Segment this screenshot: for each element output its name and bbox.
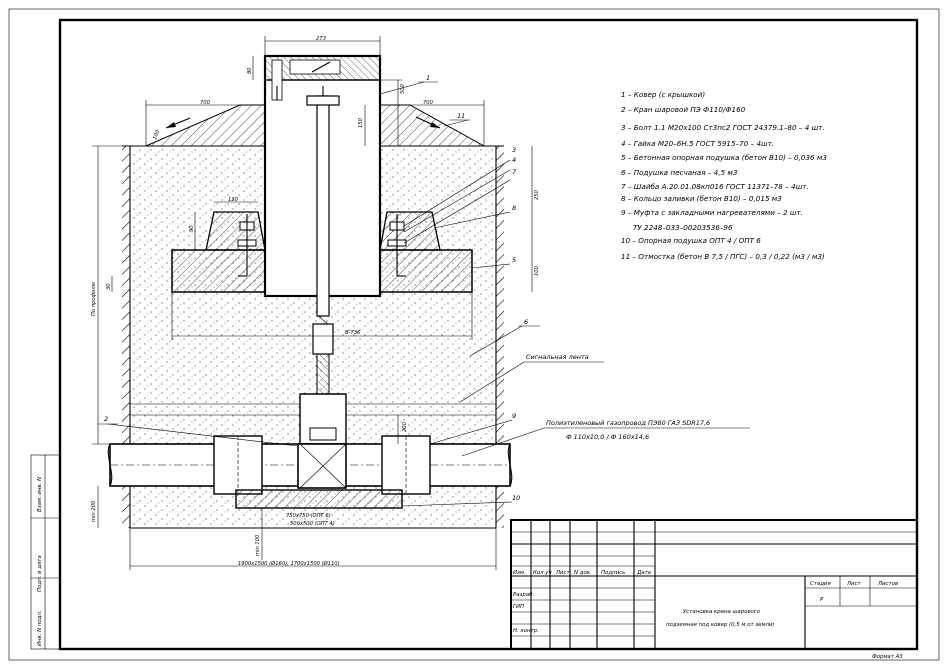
stamp-inv-label: Инв. N подл. [37,610,43,646]
anchor-bolt-left [237,214,257,277]
tb-role-norm-control: Н. контр. [513,628,539,634]
valve-stem [299,86,347,445]
dim-left-apron: 700 [200,100,211,106]
gas-pipe-label: Полиэтиленовый газопровод ПЭ80 ГАЗ SDR17… [546,419,710,427]
callout-2: 2 [104,415,108,423]
stamp-date-label: Подп. и дата [37,555,43,592]
tb-hdr-sheet: Лист [555,570,571,576]
side-stamp: Инв. N подл. Подп. и дата Взам. инв. N [30,454,61,650]
title-block: Изм. Кол.уч Лист N док. Подпись Дата Раз… [510,519,918,650]
apron-left [145,104,266,147]
tb-title-line2: подземная под ковер (0,5 м от земли) [666,622,775,628]
tb-stage-value: Р [820,597,824,603]
pit-wall-left [122,146,130,528]
callout-3: 3 [512,146,516,154]
legend-item-8: 8 – Кольцо заливки (бетон В10) – 0,015 м… [621,194,782,203]
dim-side-100: 100 [534,265,540,276]
legend-item-7: 7 – Шайба А.20.01.08кп016 ГОСТ 11371–78 … [621,182,809,191]
dim-cover-height: 500 [400,83,406,94]
outer-frame [8,8,940,661]
legend-item-10: 10 – Опорная подушка ОПТ 4 / ОПТ 6 [621,236,761,245]
legend: 1 – Ковер (с крышкой) 2 – Кран шаровой П… [621,90,827,261]
support-slab-left [171,249,266,293]
tb-sheets-header: Листов [877,581,898,587]
legend-item-2: 2 – Кран шаровой ПЭ Ф110/Ф160 [621,105,746,114]
callout-7: 7 [512,168,517,176]
dim-side-250: 250 [534,189,540,200]
dim-left-small: 30 [106,283,112,290]
dim-pad-opt4: 500х500 (ОПТ 4) [290,521,335,527]
callout-1: 1 [426,74,430,82]
format-label: Формат А3 [872,654,903,660]
signal-tape-label: Сигнальная лента [526,353,589,361]
legend-item-9: 9 – Муфта с закладными нагревателями – 2… [621,208,803,217]
gas-pipe [107,435,513,495]
dim-bottom-main: 1900х1500 (Ø160), 1700х1500 (Ø110) [238,560,340,567]
dim-bed-200: min 200 [91,500,97,522]
callout-4: 4 [512,156,516,164]
tb-hdr-date: Дата [636,570,651,576]
dim-slab-span: В-736 [345,330,361,336]
tb-hdr-signature: Подпись [601,570,625,576]
dim-ring-width: 130 [228,197,239,203]
legend-item-9-spec: ТУ 2248–033–00203536–96 [633,223,733,232]
tb-hdr-docno: N док. [574,570,592,576]
tb-title-line1: Установка крана шарового [683,609,761,615]
tb-hdr-count: Кол.уч [533,570,552,576]
legend-item-3: 3 – Болт 1.1 М20х100 Ст3пс2 ГОСТ 24379.1… [621,123,825,132]
inner-frame [58,18,919,651]
legend-item-6: 6 – Подушка песчаная – 4,5 м3 [621,168,738,177]
callout-11: 11 [457,112,465,120]
callout-6: 6 [524,318,528,326]
legend-item-11: 11 – Отмостка (бетон В 7,5 / ПГС) – 0,3 … [621,252,825,261]
dim-ring-height: 90 [189,225,195,232]
tb-hdr-change: Изм. [513,570,526,576]
tb-role-developer: Разраб. [513,592,534,598]
callout-10: 10 [512,494,520,502]
dim-right-vert: 150 [358,117,364,128]
support-slab-right [379,249,473,293]
legend-item-4: 4 – Гайка М20–6Н.5 ГОСТ 5915–70 – 4шт. [621,139,774,148]
tb-sheet-header: Лист [846,581,862,587]
dim-pipe-gap: 200 [402,421,408,432]
callout-8: 8 [512,204,516,212]
section-drawing: 273 80 500 150 700 700 100 130 90 В-736 … [91,36,750,570]
dim-apron-thk: 100 [152,129,161,141]
legend-item-1: 1 – Ковер (с крышкой) [621,90,705,99]
callout-5: 5 [512,256,516,264]
tb-role-gip: ГИП [513,604,524,610]
pit-wall-right [496,146,504,528]
dim-by-profile: По профилю [91,281,97,316]
legend-item-5: 5 – Бетонная опорная подушка (бетон В10)… [621,153,827,162]
support-pad [235,489,403,509]
dim-bed-100: min 100 [255,534,261,556]
dim-right-apron: 700 [423,100,434,106]
stamp-replace-label: Взам. инв. N [37,477,43,512]
dim-pad-opt6: 750х750 (ОПТ 6) [286,513,331,519]
gas-pipe-size: Ф 110х10,0 / Ф 160х14,6 [566,433,649,441]
dim-cap-height: 80 [247,67,253,74]
callout-9: 9 [512,412,516,420]
dim-top-width: 273 [316,36,326,42]
tb-stage-header: Стадия [810,581,831,587]
